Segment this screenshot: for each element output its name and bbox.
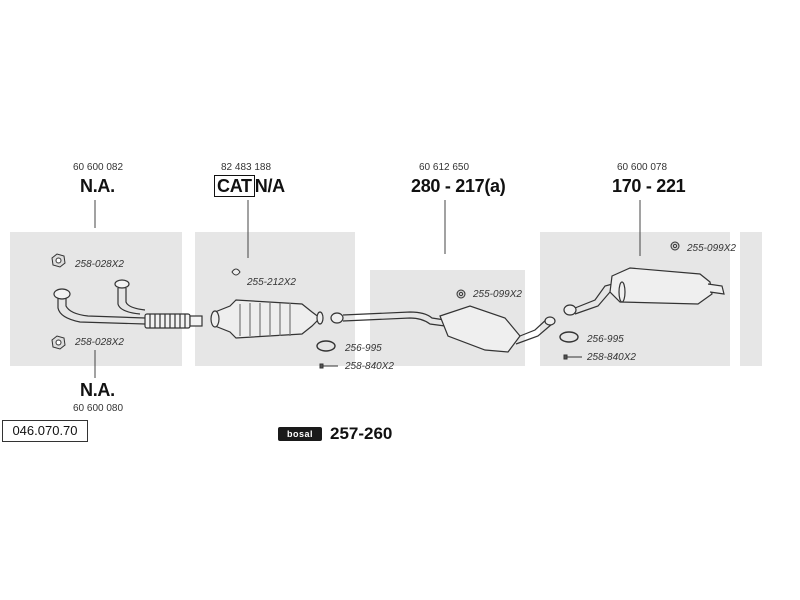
- cat-spring-ref: 255-212X2: [247, 277, 296, 288]
- nut-ref-bottom: 258-028X2: [75, 337, 124, 348]
- cat-badge: CAT: [214, 175, 255, 197]
- front-pipe-drawing: [53, 279, 203, 329]
- sealing-ring-icon: [559, 331, 579, 343]
- front-upper-part-number: 60 600 082: [73, 162, 124, 173]
- rear-silencer-part-number: 60 600 078: [617, 162, 668, 173]
- diagram-code: 046.070.70: [2, 420, 88, 442]
- catalyst-label: N/A: [254, 176, 285, 196]
- hex-nut-icon: [51, 253, 66, 268]
- sealing-ring-icon: [316, 340, 336, 352]
- middle-silencer-part-number: 60 612 650: [419, 162, 470, 173]
- rubber-mount-icon: [670, 241, 680, 251]
- middle-silencer-drawing: [330, 305, 556, 353]
- nut-ref-top: 258-028X2: [75, 259, 124, 270]
- bolt-icon: [319, 363, 338, 369]
- bolt-ref-mid: 258-840X2: [345, 361, 394, 372]
- front-lower-label: N.A.: [80, 380, 115, 400]
- rubber-ref-mid: 255-099X2: [473, 289, 522, 300]
- watermark-block: [10, 232, 182, 366]
- watermark-block: [740, 232, 762, 366]
- middle-silencer-label: 280 - 217(a): [411, 176, 506, 196]
- front-upper-label: N.A.: [80, 176, 115, 196]
- spring-clip-icon: [231, 268, 241, 276]
- rubber-mount-icon: [456, 289, 466, 299]
- catalog-number: 257-260: [330, 424, 393, 443]
- catalytic-converter-drawing: [210, 299, 324, 339]
- front-lower-part-number: 60 600 080: [73, 403, 124, 414]
- rubber-ref-rear: 255-099X2: [687, 243, 736, 254]
- ring-ref-rear: 256-995: [587, 334, 624, 345]
- rear-silencer-label: 170 - 221: [612, 176, 686, 196]
- bolt-icon: [563, 354, 582, 360]
- rear-silencer-drawing: [563, 267, 725, 316]
- ring-ref-mid: 256-995: [345, 343, 382, 354]
- hex-nut-icon: [51, 335, 66, 350]
- catalyst-part-number: 82 483 188: [221, 162, 272, 173]
- bolt-ref-rear: 258-840X2: [587, 352, 636, 363]
- watermark-block: [195, 232, 355, 366]
- brand-logo: bosal: [278, 427, 322, 441]
